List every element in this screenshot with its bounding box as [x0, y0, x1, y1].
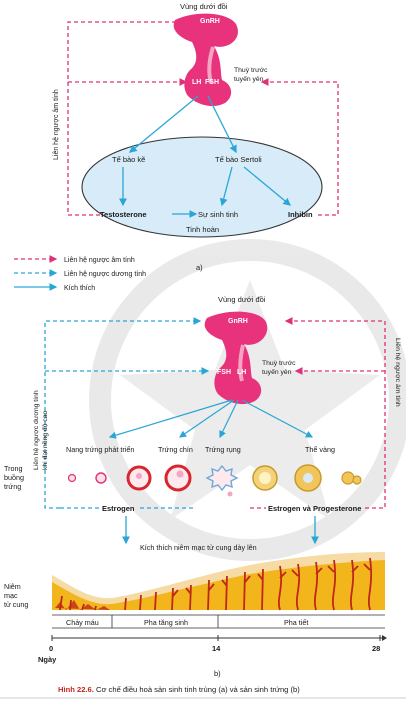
- a-testis-label: Tinh hoàn: [186, 225, 219, 234]
- phase-bar: [52, 614, 385, 629]
- b-fsh: FSH: [217, 369, 231, 376]
- b-estrogen-progesterone: Estrogen và Progesterone: [268, 504, 361, 513]
- b-phase-prolif: Pha tăng sinh: [144, 618, 188, 627]
- a-feedback-right: [260, 78, 339, 216]
- a-arrow-fsh-sertoli: [207, 95, 237, 154]
- a-pituitary-gland: [173, 13, 238, 107]
- b-arrow-2: [179, 399, 235, 438]
- b-feedback-right-outer: [284, 317, 386, 509]
- follicle-row: [67, 464, 362, 497]
- a-fsh: FSH: [205, 79, 219, 86]
- day-axis: [51, 635, 387, 641]
- endometrium-graph: [52, 552, 385, 611]
- a-testosterone: Testosterone: [100, 210, 147, 219]
- b-corpus-luteum: Thể vàng: [305, 445, 335, 454]
- legend: Liên hệ ngược âm tính Liên hệ ngược dươn…: [14, 255, 146, 292]
- a-part-label: a): [196, 263, 203, 272]
- a-sertoli: Tế bào Sertoli: [215, 155, 262, 164]
- b-arrow-1: [108, 399, 233, 439]
- b-gnrh: GnRH: [228, 318, 248, 325]
- legend-positive: Liên hệ ngược dương tính: [64, 271, 146, 278]
- b-arrow-4: [241, 399, 314, 438]
- a-spermatogenesis: Sự sinh tinh: [198, 210, 238, 219]
- a-inhibin: Inhibin: [288, 210, 313, 219]
- b-lh: LH: [237, 369, 246, 376]
- b-stimulate-thick: Kích thích niêm mạc tử cung dày lên: [140, 543, 257, 552]
- a-hypothalamus: Vùng dưới đồi: [180, 2, 228, 11]
- b-arrow-3: [219, 399, 239, 439]
- b-day-28: 28: [372, 644, 380, 653]
- a-leydig: Tế bào kẽ: [112, 155, 145, 164]
- b-phase-secretory: Pha tiết: [284, 618, 308, 627]
- a-arrow-lh-leydig: [128, 95, 199, 153]
- caption-prefix: Hình 22.6.: [58, 685, 94, 694]
- caption-text: Cơ chế điều hoà sản sinh tinh trùng (a) …: [94, 685, 300, 694]
- testis-ellipse: [81, 136, 323, 238]
- b-day-0: 0: [49, 644, 53, 653]
- a-arrow-sertoli-sperm: [219, 166, 233, 207]
- b-right-feedback-label: Liên hệ ngược âm tính: [394, 338, 401, 407]
- b-follicle-dev: Nang trứng phát triển: [66, 445, 134, 454]
- b-follicle-mature: Trứng chín: [158, 445, 193, 454]
- b-day-label: Ngày: [38, 655, 57, 664]
- diagram-a: Liên hệ ngược âm tính Vùng dưới đồi GnRH…: [53, 2, 339, 272]
- b-feedback-left-outer: [44, 317, 202, 509]
- b-ovulation: Trứng rụng: [205, 445, 241, 454]
- b-phase-menses: Chảy máu: [66, 618, 99, 627]
- a-feedback-label: Liên hệ ngược âm tính: [53, 89, 60, 160]
- b-estrogen: Estrogen: [102, 504, 135, 513]
- a-arrow-sertoli-inhibin: [243, 166, 292, 206]
- b-hypothalamus: Vùng dưới đồi: [218, 295, 266, 304]
- b-day-14: 14: [212, 644, 221, 653]
- a-feedback-outer: [67, 18, 190, 216]
- b-part-label: b): [214, 669, 221, 678]
- a-gnrh: GnRH: [200, 18, 220, 25]
- figure-caption: Hình 22.6. Cơ chế điều hoà sản sinh tinh…: [58, 685, 300, 694]
- a-lh: LH: [192, 79, 201, 86]
- legend-stimulate: Kích thích: [64, 285, 95, 292]
- b-pituitary-gland: [204, 311, 268, 405]
- legend-negative: Liên hệ ngược âm tính: [64, 257, 135, 264]
